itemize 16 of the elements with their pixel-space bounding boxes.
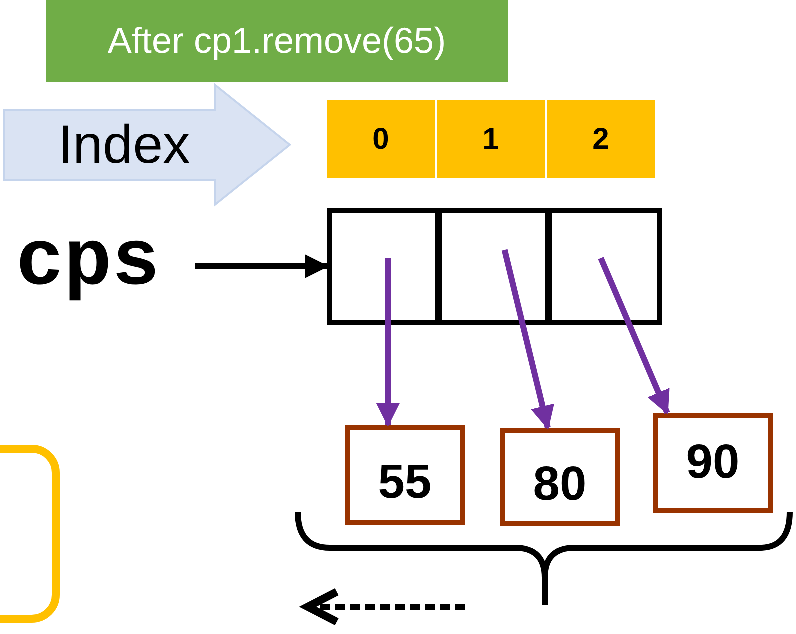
arrow [376,258,400,427]
index-cell: 1 [437,100,545,178]
array-cell [327,208,440,325]
value-box: 90 [653,413,773,513]
arrow [502,249,554,430]
index-label: Index [58,114,190,176]
variable-name: cps [16,224,160,304]
index-cell: 2 [547,100,655,178]
arrow [195,254,329,278]
array-cell [437,208,550,325]
value-box: 80 [500,428,620,526]
value-box: 55 [345,425,465,525]
array-cell [547,208,662,325]
arrow [598,257,670,415]
title-banner: After cp1.remove(65) [46,0,508,82]
index-cell: 0 [327,100,435,178]
